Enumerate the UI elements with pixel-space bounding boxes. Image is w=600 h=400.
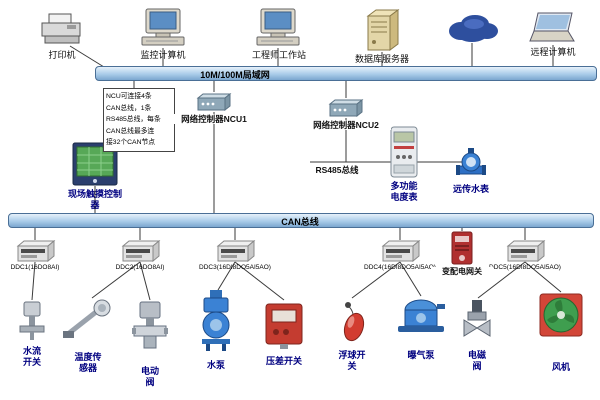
ddc3-icon <box>214 239 256 263</box>
ddc2-label: DDC2(16DO8AI) <box>115 264 165 271</box>
solenoid-valve-label: 电磁阀 <box>467 350 486 371</box>
remote-computer-icon <box>528 11 578 45</box>
fan-label: 风机 <box>551 362 570 372</box>
lan-bus <box>95 66 597 81</box>
ncu2-label: 网络控制器NCU2 <box>301 120 391 131</box>
printer-icon <box>40 12 84 46</box>
database-server-icon <box>362 8 402 52</box>
power-gateway-label: 变配电网关 <box>431 267 493 277</box>
water-pump-icon <box>198 290 234 352</box>
power-gateway-icon <box>450 231 474 265</box>
solenoid-valve-icon <box>460 298 494 344</box>
ddc4-label: DDC4(16DI8DO5AI5AO) <box>364 264 436 271</box>
engineer-workstation-icon <box>255 8 301 48</box>
pressure-diff-switch-label: 压差开关 <box>265 356 302 366</box>
energy-meter-icon <box>390 126 418 178</box>
ddc5-icon <box>504 239 546 263</box>
note-line: 接32个CAN节点 <box>106 139 156 147</box>
monitoring-computer-icon <box>140 8 186 48</box>
touch-controller-label: 现场触摸控制器 <box>67 189 122 210</box>
cloud-icon <box>445 13 500 43</box>
aeration-pump-icon <box>396 296 446 342</box>
electric-valve-icon <box>132 300 168 354</box>
energy-meter-label: 多功能电度表 <box>390 181 418 202</box>
ncu-capacity-note: NCU可连接4条 CAN总线，1条 RS485总线，每条 CAN总线最多连 接3… <box>103 88 175 152</box>
float-switch-label: 浮球开关 <box>338 350 366 371</box>
water-pump-label: 水泵 <box>206 360 225 370</box>
engineer-workstation-label: 工程师工作站 <box>251 50 306 60</box>
note-line: CAN总线最多连 <box>106 127 155 135</box>
note-line: NCU可连接4条 <box>106 93 152 100</box>
fan-icon <box>538 292 584 338</box>
lan-bus-label: 10M/100M局域网 <box>200 70 270 80</box>
monitoring-computer-label: 监控计算机 <box>140 50 186 60</box>
ddc1-icon <box>14 239 56 263</box>
printer-label: 打印机 <box>48 50 76 60</box>
note-line: RS485总线，每条 <box>106 116 161 124</box>
ddc4-icon <box>379 239 421 263</box>
database-server-label: 数据库服务器 <box>354 54 409 64</box>
water-meter-icon <box>456 148 486 180</box>
ddc5-label: DDC5(16DI8DO5AI5AO) <box>489 264 561 271</box>
water-meter-label: 远传水表 <box>453 184 490 194</box>
water-flow-switch-label: 水流开关 <box>22 346 41 367</box>
electric-valve-label: 电动阀 <box>140 366 159 387</box>
ddc1-label: DDC1(16DO8AI) <box>10 264 60 271</box>
float-switch-icon <box>334 298 370 344</box>
pressure-diff-switch-icon <box>262 300 306 350</box>
can-bus-label: CAN总线 <box>281 217 319 227</box>
ncu1-label: 网络控制器NCU1 <box>170 114 258 125</box>
can-bus <box>8 213 594 228</box>
ncu2-controller-icon <box>328 98 364 118</box>
aeration-pump-label: 曝气泵 <box>407 350 435 360</box>
ddc3-label: DDC3(16DI8DO5AI5AO) <box>199 264 271 271</box>
ddc2-icon <box>119 239 161 263</box>
rs485-bus-label: RS485总线 <box>306 165 368 176</box>
temperature-sensor-icon <box>62 298 114 340</box>
note-line: CAN总线，1条 <box>106 104 152 112</box>
temperature-sensor-label: 温度传感器 <box>74 352 102 373</box>
water-flow-switch-icon <box>18 300 46 340</box>
remote-computer-label: 远程计算机 <box>530 47 576 57</box>
ncu1-controller-icon <box>196 92 232 112</box>
